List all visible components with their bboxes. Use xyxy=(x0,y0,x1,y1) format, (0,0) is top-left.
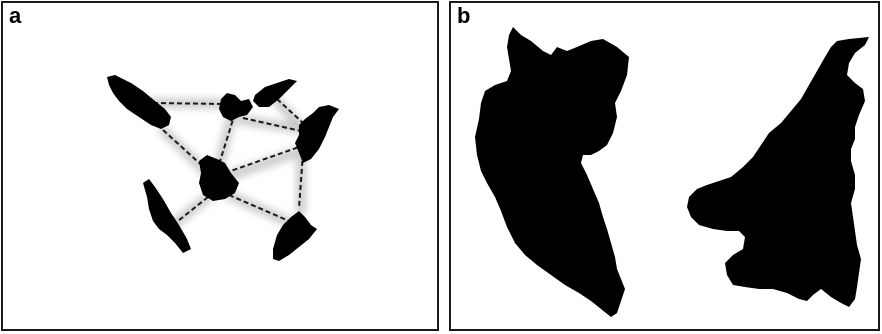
panel-b: b xyxy=(449,1,880,331)
particle-network xyxy=(3,3,437,329)
panel-a: a xyxy=(1,1,439,331)
silhouette-right xyxy=(687,37,869,307)
particle xyxy=(295,105,339,163)
particle xyxy=(199,155,239,201)
silhouette-left xyxy=(475,27,629,317)
silhouettes xyxy=(451,3,878,329)
